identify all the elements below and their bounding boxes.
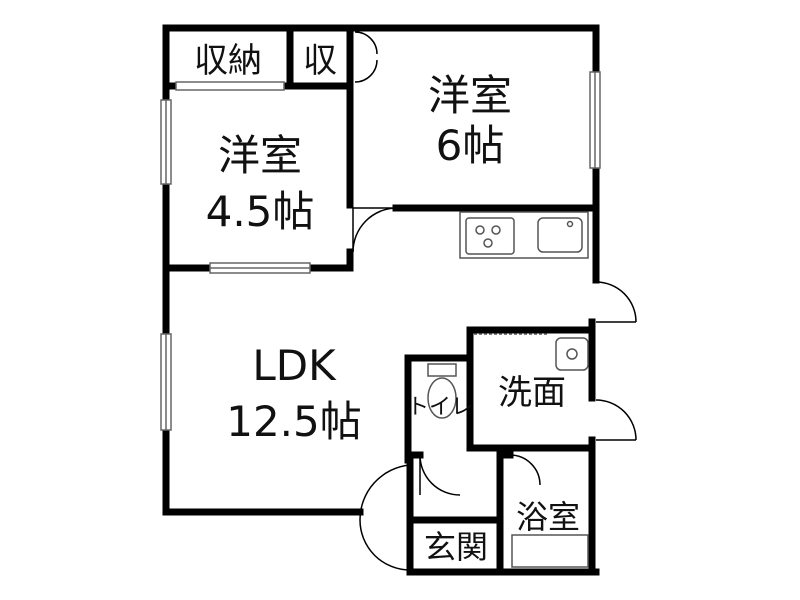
room-labels: 収納 収 洋室 6帖 洋室 4.5帖 LDK 12.5帖 トイレ 洗面 浴室 玄… [194, 41, 580, 566]
kitchen-counter [459, 211, 589, 259]
western-45-name-label: 洋室 [218, 131, 302, 180]
sink-icon [537, 217, 583, 253]
toilet-tank-icon [427, 363, 457, 377]
bathroom-label: 浴室 [516, 498, 580, 536]
ldk-size-label: 12.5帖 [226, 397, 362, 446]
windows [160, 71, 601, 431]
entrance-label: 玄関 [424, 528, 488, 566]
bathtub-icon [511, 534, 589, 568]
western-6-size-label: 6帖 [436, 121, 505, 170]
western-45-size-label: 4.5帖 [206, 187, 315, 236]
storage-main-label: 収納 [194, 41, 262, 81]
stove-icon [465, 217, 515, 255]
walls [162, 24, 600, 576]
western-6-name-label: 洋室 [428, 71, 512, 120]
toilet-bowl-icon [427, 377, 457, 419]
storage-small-label: 収 [303, 41, 337, 81]
washroom-label: 洗面 [498, 373, 566, 413]
ldk-name-label: LDK [252, 341, 337, 390]
fixtures [427, 211, 589, 568]
toilet-label: トイレ [407, 395, 473, 420]
wash-basin-icon [555, 337, 589, 371]
doors [352, 31, 637, 571]
